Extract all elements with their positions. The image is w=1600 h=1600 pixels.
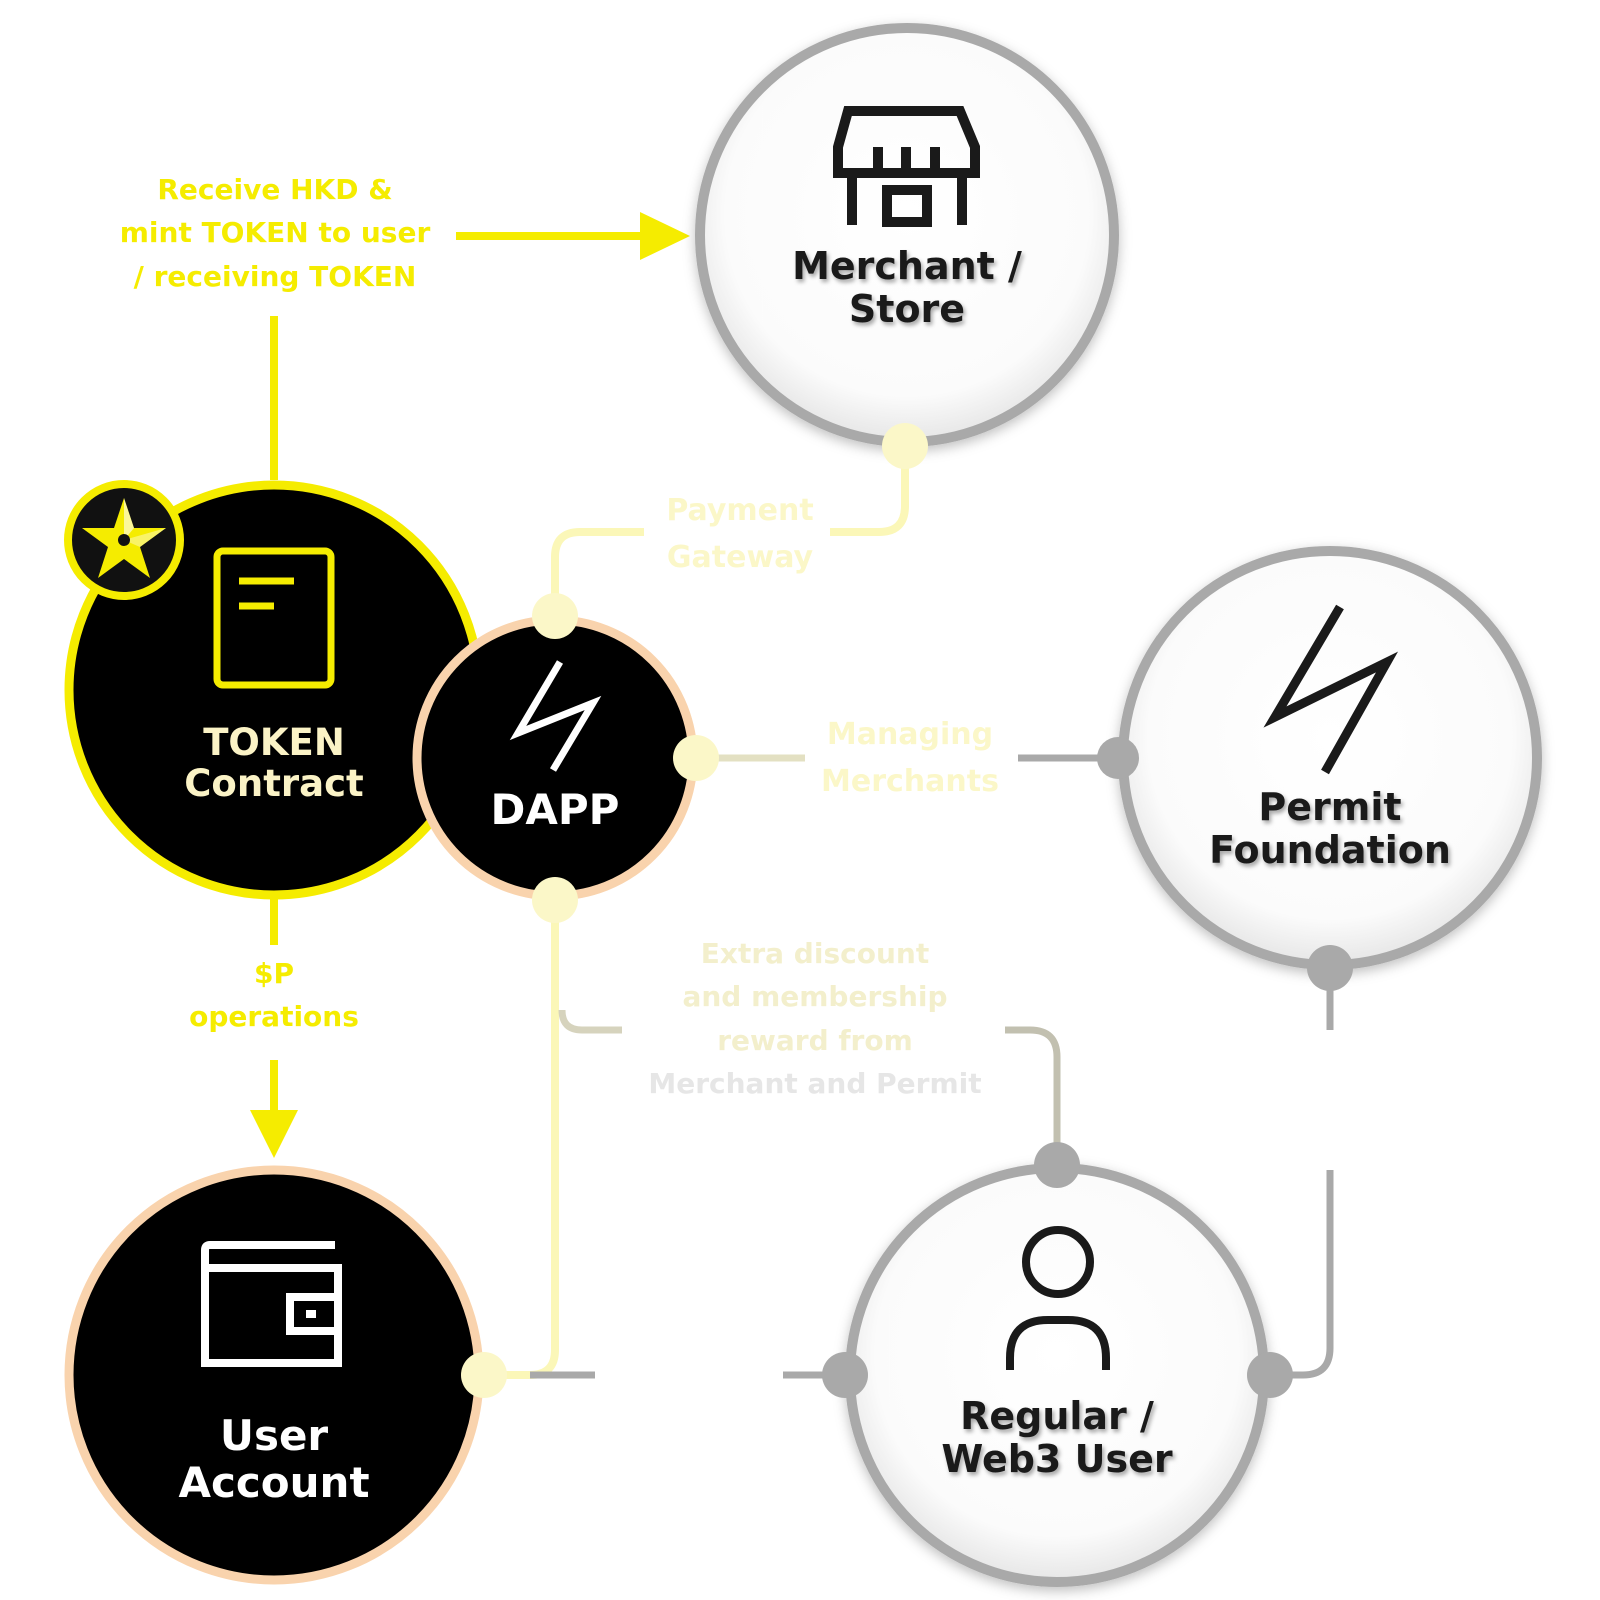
permit-foundation-title: Permit Foundation xyxy=(1209,785,1451,872)
user-account-title: User Account xyxy=(178,1411,370,1508)
permit-to-regular-connector xyxy=(1270,1170,1334,1379)
payment-gateway-label: Payment Gateway xyxy=(666,493,814,575)
wallet-icon xyxy=(201,1241,342,1367)
extra-discount-label: Extra discount and membership reward fro… xyxy=(648,937,982,1101)
store-icon xyxy=(833,106,980,227)
payment-gateway-connector-left xyxy=(551,528,644,616)
regular-user-node xyxy=(845,1163,1269,1587)
p-operations-arrow-head xyxy=(250,1110,298,1158)
regular-user-right-dot xyxy=(1247,1352,1293,1398)
regular-user-title: Regular / Web3 User xyxy=(941,1394,1173,1481)
dapp-to-user-connector xyxy=(484,900,559,1379)
extra-discount-connector-left xyxy=(558,1009,622,1034)
mint-edge-label: Receive HKD & mint TOKEN to user / recei… xyxy=(119,173,431,293)
merchant-title: Merchant / Store xyxy=(792,244,1022,331)
regular-user-top-dot xyxy=(1034,1142,1080,1188)
dapp-title: DAPP xyxy=(490,785,620,834)
person-icon xyxy=(1006,1226,1110,1370)
token-contract-title: TOKEN Contract xyxy=(184,721,364,806)
regular-user-left-dot xyxy=(822,1352,868,1398)
mint-arrow-head xyxy=(640,212,690,260)
lightning-icon xyxy=(1263,604,1399,775)
extra-discount-connector-right xyxy=(1005,1026,1061,1160)
permit-foundation-node xyxy=(1118,546,1542,970)
document-icon xyxy=(213,547,335,689)
merchant-node xyxy=(695,23,1119,447)
star-badge-icon xyxy=(64,480,184,600)
merchant-bottom-dot xyxy=(882,423,928,469)
user-account-node xyxy=(64,1165,484,1585)
payment-gateway-connector-right xyxy=(830,446,909,536)
dapp-top-dot xyxy=(532,593,578,639)
permit-left-dot xyxy=(1097,737,1139,779)
user-account-right-dot xyxy=(461,1352,507,1398)
permit-bottom-dot xyxy=(1307,945,1353,991)
dapp-node xyxy=(412,615,698,901)
lightning-icon xyxy=(509,660,602,772)
managing-merchants-label: Managing Merchants xyxy=(821,717,999,799)
p-operations-label: $P operations xyxy=(189,957,359,1034)
dapp-bottom-dot xyxy=(532,877,578,923)
dapp-right-dot xyxy=(673,735,719,781)
